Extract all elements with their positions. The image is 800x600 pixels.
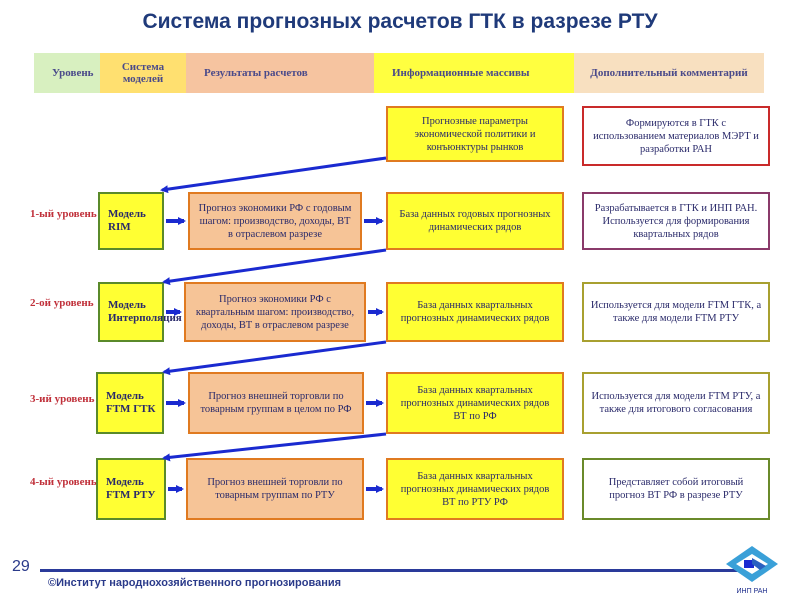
- level-label-1: 1-ый уровень: [30, 208, 97, 220]
- database-box-2: База данных квартальных прогнозных динам…: [386, 282, 564, 342]
- arrow-db1-to-interp: [162, 248, 387, 286]
- svg-text:ИНП РАН: ИНП РАН: [737, 588, 768, 595]
- arrow-db2-to-ftmgtk: [162, 340, 387, 376]
- comment-box-2: Используется для модели FTM ГТК, а также…: [582, 282, 770, 342]
- model-box-interpolation: Модель Интерполяция: [98, 282, 182, 342]
- comment-box-3: Используется для модели FTM РТУ, а также…: [582, 372, 770, 434]
- arrow-db3-to-ftmrtu: [162, 432, 387, 462]
- level-label-4: 4-ый уровень: [30, 476, 97, 488]
- level-label-3: 3-ий уровень: [30, 393, 95, 405]
- result-box-3: Прогноз внешней торговли по товарным гру…: [188, 372, 364, 434]
- database-box-3: База данных квартальных прогнозных динам…: [386, 372, 564, 434]
- forecast-params-comment: Формируются в ГТК с использованием матер…: [582, 106, 770, 166]
- model-box-ftm-rtu: Модель FTM РТУ: [96, 458, 166, 520]
- result-box-4: Прогноз внешней торговли по товарным гру…: [186, 458, 364, 520]
- result-box-1: Прогноз экономики РФ с годовым шагом: пр…: [188, 192, 362, 250]
- page-title: Система прогнозных расчетов ГТК в разрез…: [142, 10, 658, 33]
- header-results: Результаты расчетов: [186, 53, 374, 93]
- level-label-2: 2-ой уровень: [30, 297, 94, 309]
- comment-box-1: Разрабатывается в ГТК и ИНП РАН. Использ…: [582, 192, 770, 250]
- header-comment: Дополнительный комментарий: [574, 53, 764, 93]
- model-box-ftm-gtk: Модель FTM ГТК: [96, 372, 164, 434]
- comment-box-4: Представляет собой итоговый прогноз ВТ Р…: [582, 458, 770, 520]
- page-number: 29: [12, 558, 30, 575]
- header-models: Система моделей: [100, 53, 186, 93]
- forecast-params-box: Прогнозные параметры экономической полит…: [386, 106, 564, 162]
- result-box-2: Прогноз экономики РФ с квартальным шагом…: [184, 282, 366, 342]
- arrow-params-to-rim: [160, 156, 387, 194]
- database-box-1: База данных годовых прогнозных динамичес…: [386, 192, 564, 250]
- model-box-rim: Модель RIM: [98, 192, 164, 250]
- header-info: Информационные массивы: [374, 53, 574, 93]
- header-level: Уровень: [34, 53, 100, 93]
- database-box-4: База данных квартальных прогнозных динам…: [386, 458, 564, 520]
- copyright-text: ©Институт народнохозяйственного прогнози…: [48, 577, 342, 589]
- footer-divider: [40, 569, 740, 572]
- inp-ran-logo: ИНП РАН: [726, 546, 778, 595]
